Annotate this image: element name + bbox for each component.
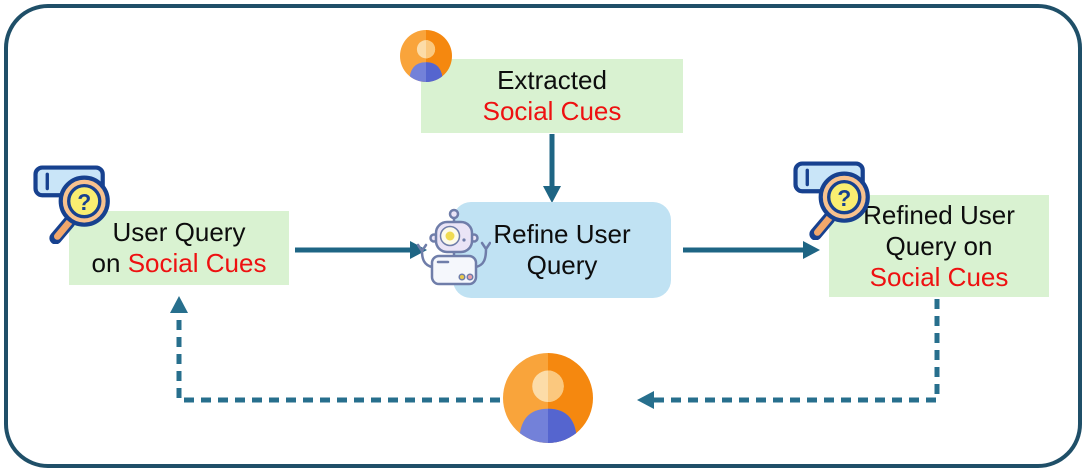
user-query-box-line1: User Query bbox=[112, 217, 246, 247]
user-query-on-text: on bbox=[91, 248, 121, 278]
question-mark-glyph: ? bbox=[77, 189, 91, 215]
refined-box-line3: Social Cues bbox=[869, 261, 1009, 292]
diagram-border bbox=[4, 4, 1082, 468]
refined-user-query-box: Refined User Query on Social Cues bbox=[829, 195, 1049, 297]
arrow-dashed-refined-to-user bbox=[637, 299, 940, 409]
refine-user-query-box: Refine User Query bbox=[453, 202, 671, 298]
arrow-dashed-user-to-user-query bbox=[170, 296, 500, 403]
extracted-social-cues-box: Extracted Social Cues bbox=[421, 59, 683, 133]
search-question-icon: ? bbox=[793, 156, 877, 240]
user-query-box: User Query on Social Cues bbox=[69, 211, 289, 285]
extracted-box-line1: Extracted bbox=[497, 65, 607, 95]
refine-box-line1: Refine User bbox=[493, 219, 631, 249]
user-query-social-cues-text: Social Cues bbox=[127, 248, 267, 278]
refined-box-line1: Refined User bbox=[863, 199, 1015, 230]
refine-box-line2: Query bbox=[526, 250, 598, 280]
robot-icon bbox=[417, 207, 491, 289]
question-mark-glyph: ? bbox=[837, 185, 851, 211]
arrow-user-query-to-refine bbox=[295, 241, 427, 259]
user-query-box-line2: on Social Cues bbox=[92, 248, 267, 279]
user-avatar-icon bbox=[503, 353, 593, 443]
extracted-box-line2: Social Cues bbox=[482, 96, 622, 126]
arrow-refine-to-refined bbox=[683, 241, 820, 259]
user-avatar-icon bbox=[400, 30, 452, 82]
search-question-icon: ? bbox=[33, 160, 117, 244]
arrow-extracted-to-refine bbox=[543, 134, 561, 203]
refined-box-line2: Query on bbox=[885, 230, 993, 261]
